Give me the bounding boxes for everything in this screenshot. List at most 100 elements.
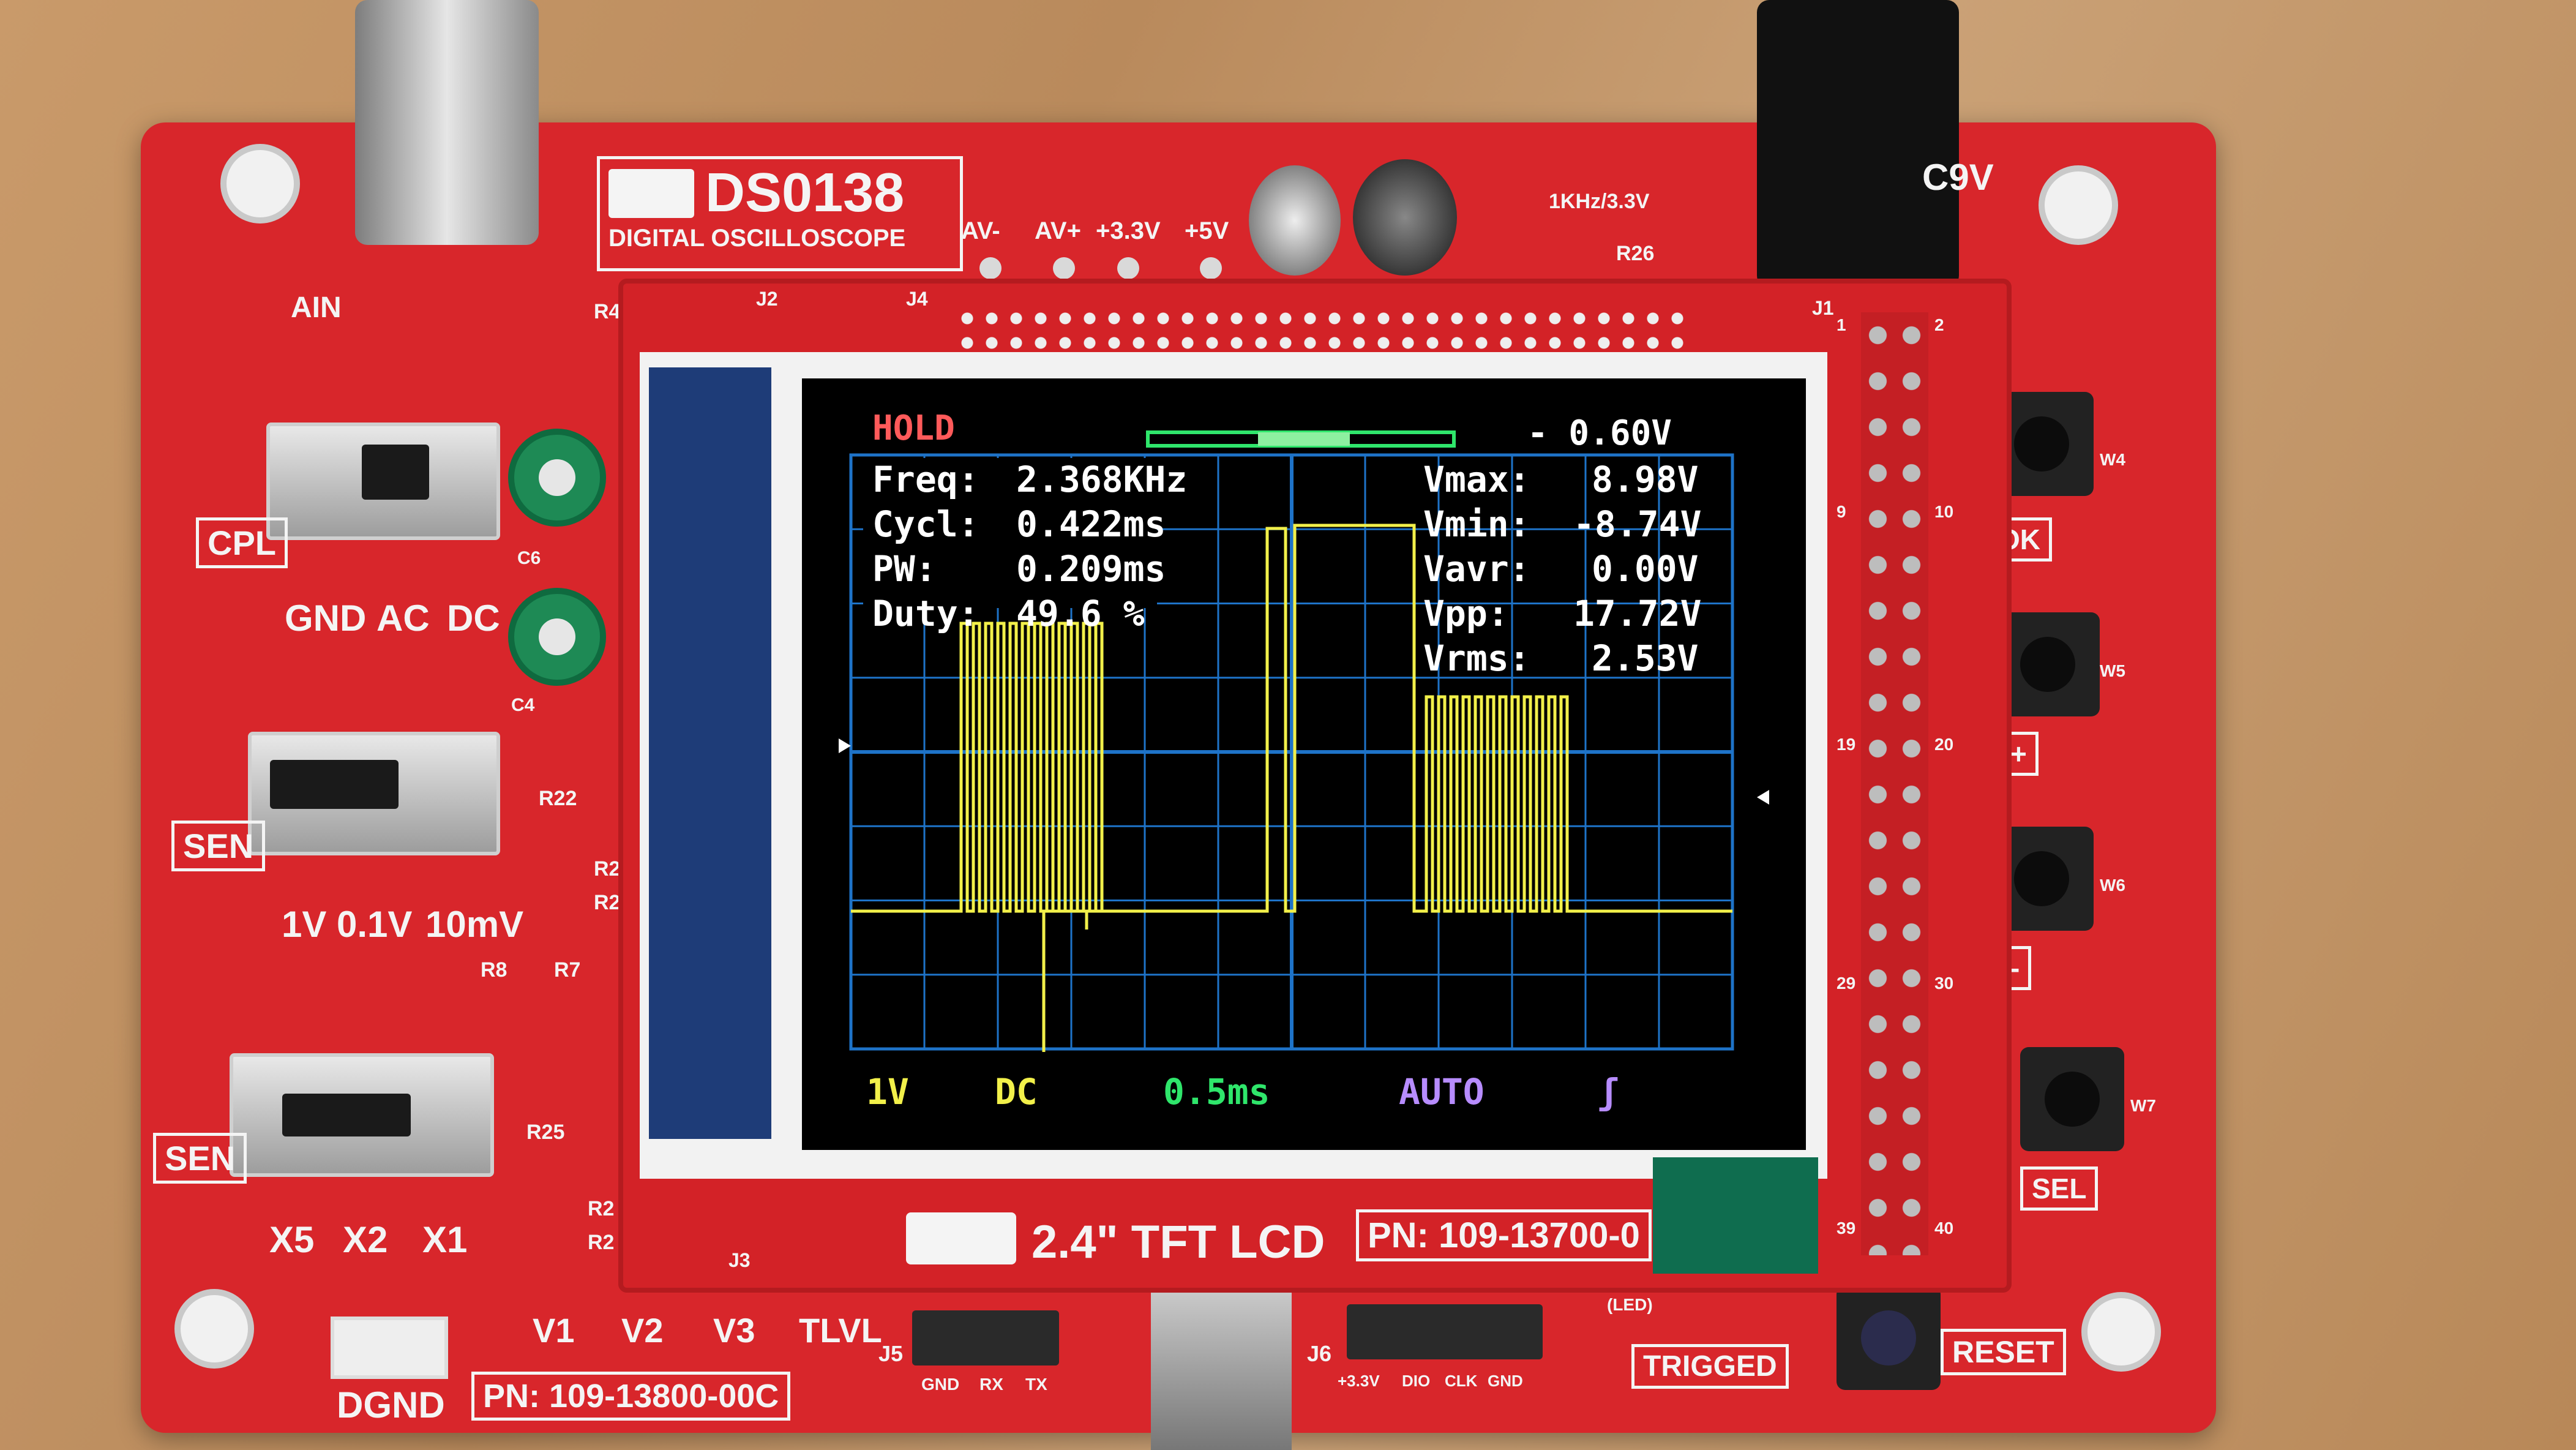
- button-plus[interactable]: [1996, 612, 2100, 716]
- waveform-trace: [851, 524, 1732, 1052]
- sensitivity-switch-2-knob[interactable]: [282, 1094, 411, 1136]
- button-id-w7: W7: [2130, 1096, 2156, 1115]
- trigged-label: TRIGGED: [1631, 1344, 1789, 1389]
- bnc-connector: [355, 0, 539, 245]
- power-input-label: C9V: [1922, 157, 1994, 198]
- j6-pin-clk: CLK: [1445, 1372, 1478, 1390]
- header-num-10: 10: [1934, 502, 1954, 521]
- vpp-label: Vpp:: [1423, 593, 1509, 634]
- button-cap[interactable]: [2014, 851, 2069, 906]
- pw-value: 0.209ms: [1016, 548, 1166, 590]
- mount-hole-br: [2081, 1292, 2161, 1372]
- r2-label: R2: [588, 1197, 615, 1220]
- r2-label: R2: [594, 857, 621, 881]
- j5-pin-rx: RX: [979, 1375, 1003, 1394]
- vrms-value: 2.53V: [1592, 637, 1699, 679]
- ain-label: AIN: [291, 291, 342, 324]
- lcd-logo-icon: [906, 1212, 1016, 1264]
- header-num-40: 40: [1934, 1219, 1954, 1238]
- power-label-33v: +3.3V: [1096, 217, 1161, 244]
- sensitivity-switch-1-knob[interactable]: [270, 760, 399, 809]
- cpl-label: CPL: [196, 517, 288, 568]
- pad: [1053, 257, 1075, 279]
- coupling-switch-knob[interactable]: [362, 445, 429, 500]
- power-label-avp: AV+: [1035, 217, 1081, 244]
- trimmer-cap-c4[interactable]: [508, 588, 606, 686]
- duty-value: 49.6 %: [1016, 593, 1145, 634]
- coupling-switch[interactable]: [266, 423, 500, 540]
- capacitor-1: [1249, 165, 1341, 276]
- button-cap[interactable]: [2014, 416, 2069, 471]
- button-cap[interactable]: [1861, 1310, 1916, 1365]
- trigger-marker: [1757, 790, 1769, 805]
- lcd-tab: [1653, 1157, 1818, 1274]
- pw-label: PW:: [872, 548, 937, 590]
- r7-label: R7: [554, 958, 581, 982]
- r26-label: R26: [1616, 242, 1655, 265]
- connector-j3: J3: [728, 1249, 751, 1271]
- header-num-29: 29: [1837, 974, 1856, 993]
- header-num-2: 2: [1934, 315, 1944, 334]
- button-cap[interactable]: [2045, 1072, 2100, 1127]
- mount-hole-bl: [174, 1289, 254, 1369]
- r8-label: R8: [481, 958, 507, 982]
- cycle-label: Cycl:: [872, 503, 979, 545]
- r25-label: R25: [526, 1121, 565, 1144]
- lcd-flex-cable: [649, 367, 771, 1139]
- cap-label-c6: C6: [517, 548, 541, 568]
- hold-status: HOLD: [872, 408, 955, 448]
- connector-j4: J4: [906, 288, 928, 310]
- voltage-label-v1: V1: [533, 1311, 575, 1350]
- j6-label: J6: [1307, 1341, 1332, 1366]
- voltage-label-v3: V3: [713, 1311, 755, 1350]
- r2-label: R2: [594, 891, 621, 914]
- header-num-39: 39: [1837, 1219, 1856, 1238]
- button-reset[interactable]: [1837, 1286, 1941, 1390]
- vavr-label: Vavr:: [1423, 548, 1530, 590]
- sensitivity-switch-1[interactable]: [248, 732, 500, 855]
- cpl-option-dc: DC: [447, 598, 500, 639]
- power-label-avm: AV-: [961, 217, 1000, 244]
- trigger-slope[interactable]: ʃ: [1598, 1071, 1619, 1113]
- button-cap[interactable]: [2020, 637, 2075, 692]
- sen-label-2: SEN: [153, 1133, 247, 1184]
- j5-pin-gnd: GND: [921, 1375, 960, 1394]
- j6-pin-dio: DIO: [1402, 1372, 1431, 1390]
- connector-j1: J1: [1812, 297, 1834, 319]
- r2-label: R2: [588, 1231, 615, 1254]
- sen2-option-x1: X1: [422, 1219, 468, 1260]
- freq-value: 2.368KHz: [1016, 459, 1187, 500]
- button-sel[interactable]: [2020, 1047, 2124, 1151]
- coupling-mode[interactable]: DC: [995, 1071, 1038, 1113]
- voltage-label-v2: V2: [621, 1311, 664, 1350]
- mount-hole-tr: [2039, 165, 2118, 245]
- vmax-value: 8.98V: [1592, 459, 1699, 500]
- pad: [979, 257, 1002, 279]
- connector-j2: J2: [756, 288, 778, 310]
- j6-pin-33v: +3.3V: [1338, 1372, 1380, 1390]
- logo-model: DS0138: [705, 162, 905, 224]
- trigger-mode[interactable]: AUTO: [1399, 1071, 1485, 1113]
- time-div[interactable]: 0.5ms: [1163, 1071, 1270, 1113]
- cpl-option-gnd: GND: [285, 598, 367, 639]
- pad: [1117, 257, 1139, 279]
- dc-jack: [1757, 0, 1959, 288]
- vmin-label: Vmin:: [1423, 503, 1530, 545]
- sensitivity-switch-2[interactable]: [230, 1053, 494, 1177]
- lcd-label: 2.4" TFT LCD: [1032, 1216, 1325, 1268]
- header-num-19: 19: [1837, 735, 1856, 754]
- power-label-5v: +5V: [1185, 217, 1229, 244]
- vmax-label: Vmax:: [1423, 459, 1530, 500]
- button-id-w4: W4: [2100, 450, 2125, 469]
- led-label: (LED): [1607, 1295, 1653, 1314]
- header-num-1: 1: [1837, 315, 1846, 334]
- proto-hole-row: [955, 306, 1690, 355]
- sen1-option-10mv: 10mV: [425, 904, 524, 945]
- volts-div[interactable]: 1V: [866, 1071, 909, 1113]
- trimmer-cap-c6[interactable]: [508, 429, 606, 527]
- button-id-w5: W5: [2100, 661, 2125, 680]
- pad: [1200, 257, 1222, 279]
- timebase-window: [1258, 432, 1350, 446]
- usb-connector: [1151, 1286, 1292, 1450]
- prog-header-j6: [1347, 1304, 1543, 1359]
